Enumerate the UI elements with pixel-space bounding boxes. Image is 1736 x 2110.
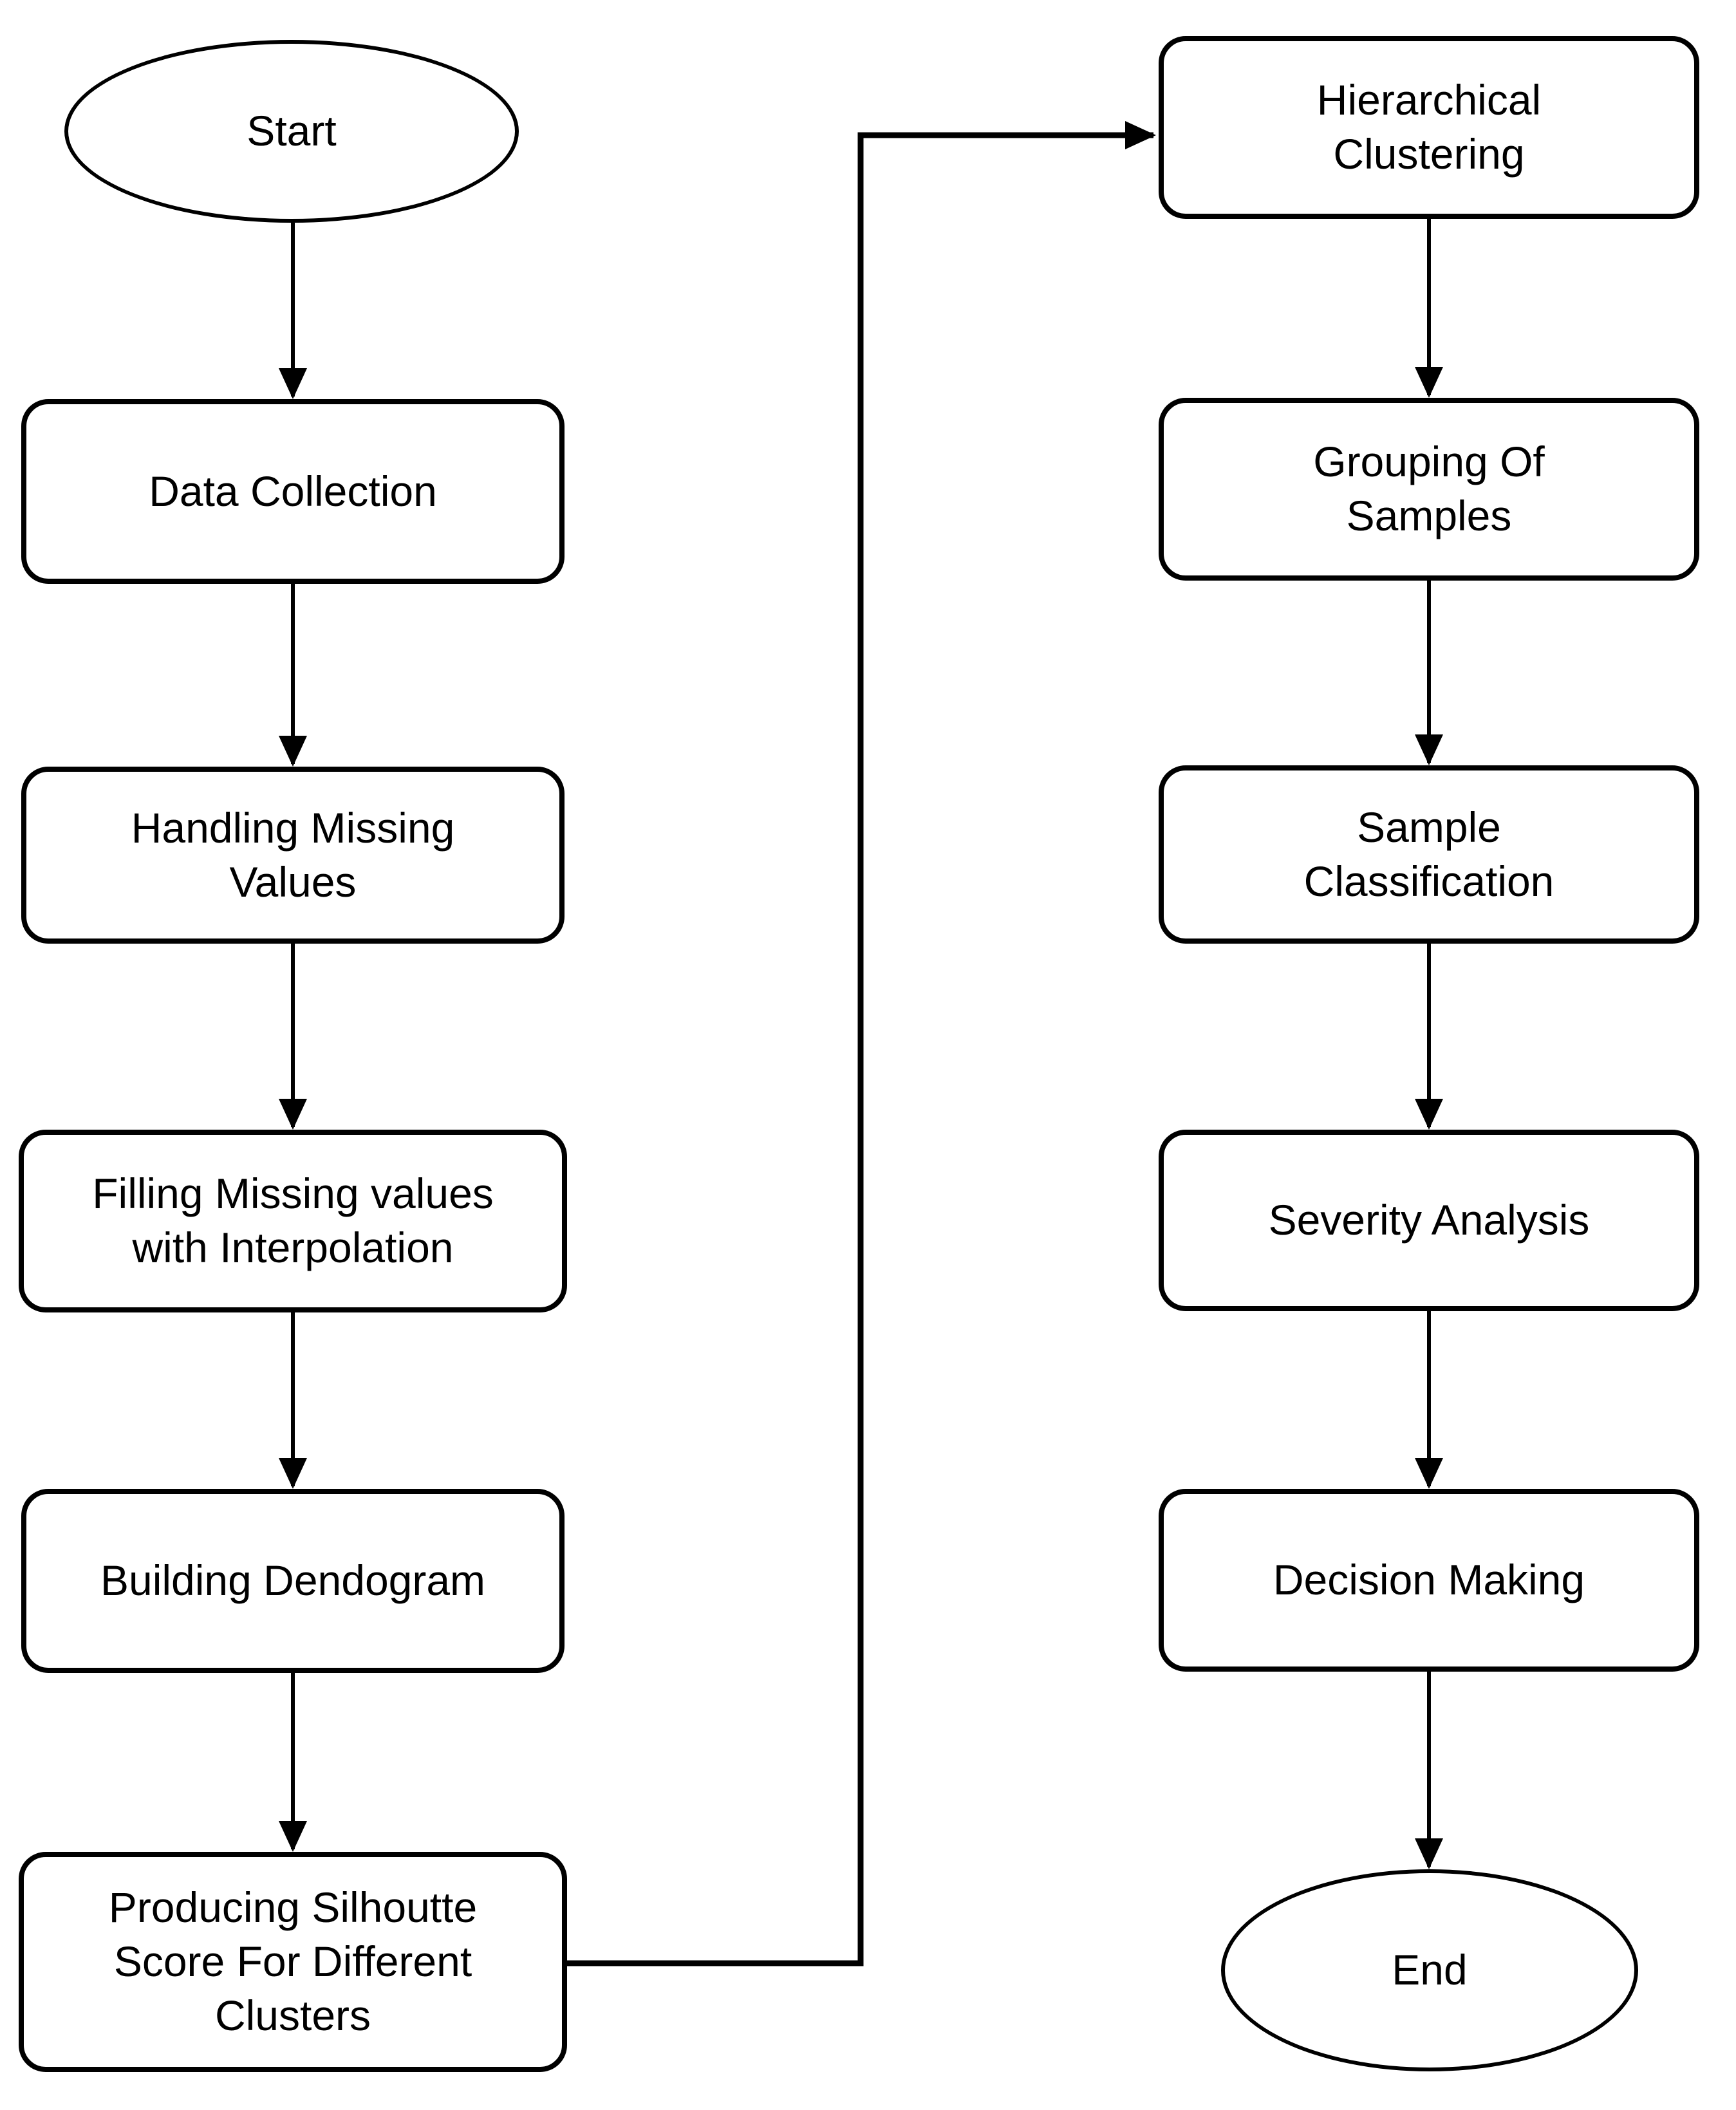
node-severity-analysis: Severity Analysis [1159,1130,1699,1311]
node-sample-classification: Sample Classification [1159,765,1699,944]
edge-producing-silhoutte-to-hierarchical-clustering [565,121,1156,1966]
node-end: End [1221,1869,1638,2071]
node-data-collection: Data Collection [21,399,565,584]
node-producing-silhoutte: Producing Silhoutte Score For Different … [19,1852,567,2072]
node-hierarchical-clustering: Hierarchical Clustering [1159,36,1699,219]
node-decision-making: Decision Making [1159,1489,1699,1672]
node-handling-missing-values: Handling Missing Values [21,767,565,944]
node-start: Start [64,40,519,223]
node-grouping-of-samples: Grouping Of Samples [1159,398,1699,581]
node-building-dendogram: Building Dendogram [21,1489,565,1673]
node-filling-missing-values: Filling Missing values with Interpolatio… [19,1130,567,1312]
